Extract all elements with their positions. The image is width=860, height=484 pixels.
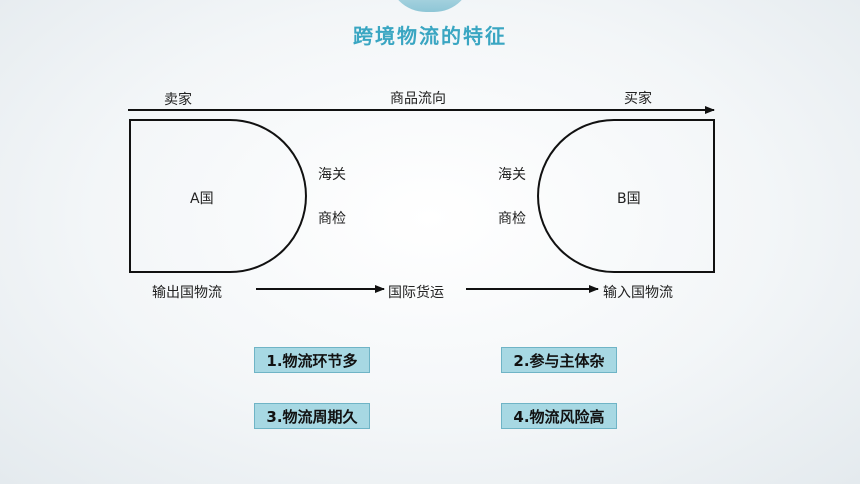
customs-a-label: 海关	[318, 167, 346, 183]
country-a-shape	[129, 119, 307, 273]
feature-tag-4: 4.物流风险高	[501, 403, 617, 429]
intl-freight-label: 国际货运	[388, 284, 444, 301]
import-logistics-label: 输入国物流	[603, 285, 673, 301]
inspection-a-label: 商检	[318, 211, 346, 227]
buyer-label: 买家	[624, 90, 652, 107]
country-a-label: A国	[190, 191, 214, 207]
country-b-shape	[537, 119, 715, 273]
inspection-b-label: 商检	[498, 211, 526, 227]
customs-b-label: 海关	[498, 167, 526, 183]
feature-tag-1: 1.物流环节多	[254, 347, 370, 373]
page-title: 跨境物流的特征	[353, 24, 507, 48]
country-b-label: B国	[617, 191, 641, 207]
flow-label: 商品流向	[390, 91, 446, 107]
feature-tag-2: 2.参与主体杂	[501, 347, 617, 373]
seller-label: 卖家	[164, 91, 192, 108]
feature-tag-3: 3.物流周期久	[254, 403, 370, 429]
export-logistics-label: 输出国物流	[152, 285, 222, 301]
